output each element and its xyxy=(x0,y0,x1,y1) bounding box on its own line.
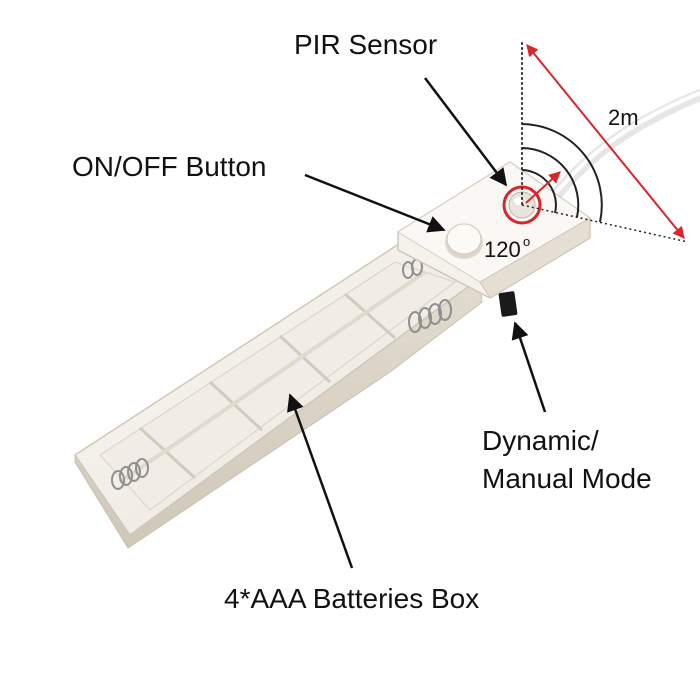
battery-spring-right xyxy=(408,299,452,333)
battery-box-arrow xyxy=(287,393,354,569)
on-off-button[interactable] xyxy=(445,223,483,259)
battery-separator xyxy=(118,270,427,484)
angle-value-label: 120 xyxy=(484,237,521,262)
distance-label: 2m xyxy=(608,105,639,130)
angle-unit-label: o xyxy=(523,234,530,249)
pir-sensor-arrow xyxy=(424,77,508,187)
mode-label-line1: Dynamic/ xyxy=(482,425,599,456)
battery-rib xyxy=(344,292,396,340)
battery-rib xyxy=(208,380,264,432)
pir-sensor-label: PIR Sensor xyxy=(294,29,437,60)
on-off-button-label: ON/OFF Button xyxy=(72,151,267,182)
angle-arrow xyxy=(525,171,561,204)
battery-box-label: 4*AAA Batteries Box xyxy=(224,583,479,614)
mode-arrow xyxy=(511,321,547,413)
mode-label-line2: Manual Mode xyxy=(482,463,652,494)
battery-box-interior xyxy=(99,261,457,511)
mode-switch[interactable] xyxy=(498,291,518,317)
range-arrow xyxy=(526,44,685,239)
battery-rib xyxy=(138,426,197,480)
battery-spring-left xyxy=(111,458,149,490)
on-off-button-arrow xyxy=(304,173,446,233)
battery-rib xyxy=(278,334,332,384)
